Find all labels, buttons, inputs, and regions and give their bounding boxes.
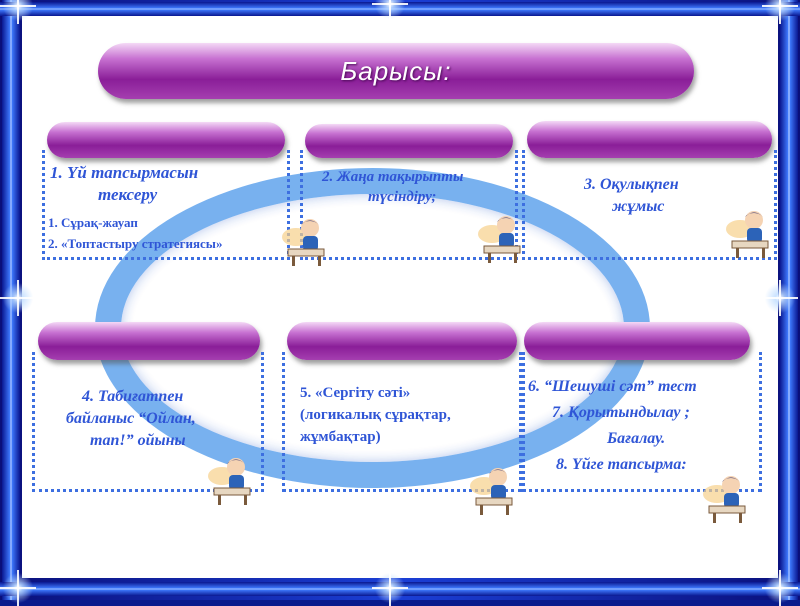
frame-left-bar [2,0,20,600]
student-at-desk-icon [470,468,513,515]
step-6-line4: 8. Үйге тапсырма: [556,456,687,473]
frame-right-bar [780,0,798,600]
step-4-title: 4. Табиғатпен [82,388,184,405]
step-4-pill [38,322,260,360]
step-6-line3: Бағалау. [607,430,666,447]
student-at-desk-icon [208,458,251,505]
step-1-box [42,150,290,260]
step-1-title: 1. Үй тапсырмасын [50,163,199,182]
step-3-title-line2: жұмыс [612,198,665,215]
student-at-desk-icon [703,476,746,523]
step-2-title: 2. Жаңа тақырыпты [322,169,464,185]
frame-top-bar [0,2,800,16]
step-1-sub1: 1. Сұрақ-жауап [48,215,138,230]
step-5-pill [287,322,517,360]
step-3-title: 3. Оқулықпен [584,176,679,193]
step-6-box [522,352,762,492]
step-4-title-line2: байланыс “Ойлан, [66,410,196,427]
step-3-box [522,150,777,260]
step-5-title-line2: (логикалық сұрақтар, [300,407,451,423]
step-6-line2: 7. Қорытындылау ; [552,404,690,421]
student-at-desk-icon [282,219,325,266]
step-1-pill [47,122,285,158]
step-1-sub2: 2. «Топтастыру стратегиясы» [48,236,223,251]
step-6-pill [524,322,750,360]
step-5-title-line3: жұмбақтар) [300,429,381,445]
step-2-pill [305,124,513,158]
step-2-box [300,150,518,260]
step-5-title: 5. «Сергіту сәті» [300,385,411,401]
step-6-line1: 6. “Шешуші сәт” тест [528,378,697,395]
step-2-title-line2: түсіндіру; [368,189,437,205]
step-3-pill [527,121,772,158]
student-at-desk-icon [478,216,521,263]
step-4-box [32,352,264,492]
frame-bottom-bar [0,582,800,596]
step-1-title-line2: тексеру [98,185,158,204]
step-5-box [282,352,522,492]
page-title: Барысы: [340,55,452,86]
student-at-desk-icon [726,211,769,258]
title-banner: Барысы: [98,43,694,99]
step-4-title-line3: тап!” ойыны [90,432,186,449]
